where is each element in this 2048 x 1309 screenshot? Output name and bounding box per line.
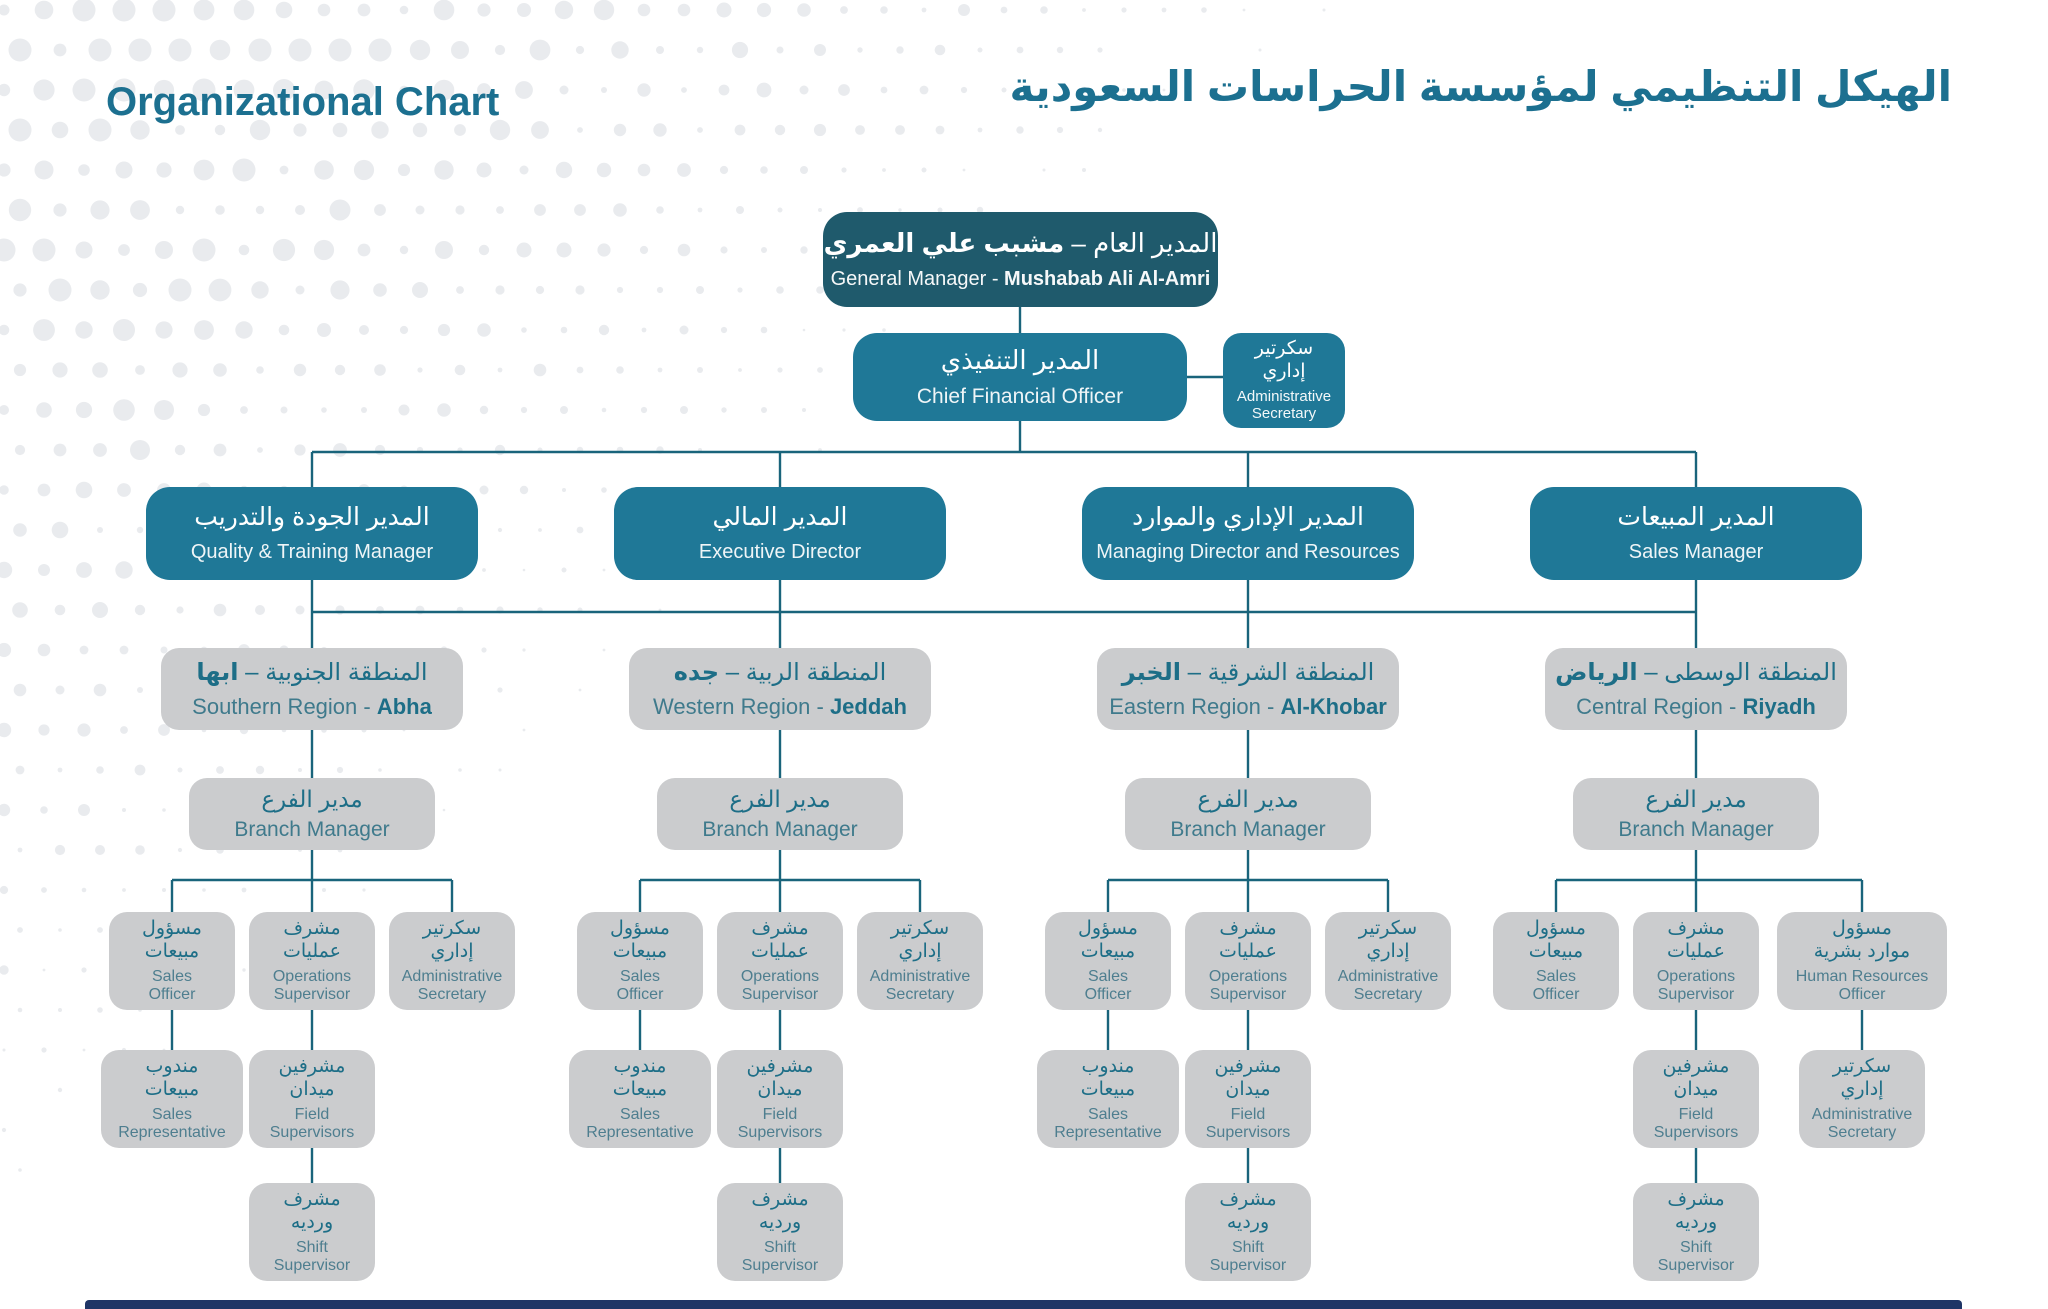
node-operations-supervisor-jeddah: مشرف عمليات Operations Supervisor [717, 912, 843, 1010]
node-field-supervisors-riyadh: مشرفين ميدان Field Supervisors [1633, 1050, 1759, 1148]
page-title-english: Organizational Chart [106, 80, 500, 124]
node-administrative-secretary-riyadh: سكرتير إداري Administrative Secretary [1799, 1050, 1925, 1148]
node-sales-officer-riyadh: مسؤول مبيعات Sales Officer [1493, 912, 1619, 1010]
node-field-supervisors-alkhobar: مشرفين ميدان Field Supervisors [1185, 1050, 1311, 1148]
node-managing-director-resources: المدير الإداري والموارد Managing Directo… [1082, 487, 1414, 580]
node-operations-supervisor-abha: مشرف عمليات Operations Supervisor [249, 912, 375, 1010]
page-title-arabic: الهيكل التنظيمي لمؤسسة الحراسات السعودية [1009, 63, 1952, 110]
node-region-western-jeddah: المنطقة الربية – جده Western Region - Je… [629, 648, 931, 730]
node-field-supervisors-abha: مشرفين ميدان Field Supervisors [249, 1050, 375, 1148]
general-manager-label-ar: المدير العام – مشبب علي العمري [823, 228, 1218, 259]
node-shift-supervisor-abha: مشرف ورديه Shift Supervisor [249, 1183, 375, 1281]
node-region-central-riyadh: المنطقة الوسطى – الرياض Central Region -… [1545, 648, 1847, 730]
node-executive-director: المدير المالي Executive Director [614, 487, 946, 580]
node-region-eastern-alkhobar: المنطقة الشرقية – الخبر Eastern Region -… [1097, 648, 1399, 730]
node-administrative-secretary-abha: سكرتير إداري Administrative Secretary [389, 912, 515, 1010]
node-executive-administrative-secretary: سكرتير إداري Administrative Secretary [1223, 333, 1345, 428]
node-field-supervisors-jeddah: مشرفين ميدان Field Supervisors [717, 1050, 843, 1148]
node-branch-manager-abha: مدير الفرع Branch Manager [189, 778, 435, 850]
node-sales-officer-alkhobar: مسؤول مبيعات Sales Officer [1045, 912, 1171, 1010]
node-operations-supervisor-riyadh: مشرف عمليات Operations Supervisor [1633, 912, 1759, 1010]
node-sales-manager: المدير المبيعات Sales Manager [1530, 487, 1862, 580]
node-region-southern-abha: المنطقة الجنوبية – ابها Southern Region … [161, 648, 463, 730]
node-sales-officer-jeddah: مسؤول مبيعات Sales Officer [577, 912, 703, 1010]
node-shift-supervisor-riyadh: مشرف ورديه Shift Supervisor [1633, 1183, 1759, 1281]
node-quality-training-manager: المدير الجودة والتدريب Quality & Trainin… [146, 487, 478, 580]
node-sales-representative-abha: مندوب مبيعات Sales Representative [101, 1050, 243, 1148]
node-administrative-secretary-alkhobar: سكرتير إداري Administrative Secretary [1325, 912, 1451, 1010]
node-sales-officer-abha: مسؤول مبيعات Sales Officer [109, 912, 235, 1010]
node-branch-manager-alkhobar: مدير الفرع Branch Manager [1125, 778, 1371, 850]
general-manager-label-en: General Manager - Mushabab Ali Al-Amri [830, 267, 1211, 290]
node-shift-supervisor-jeddah: مشرف ورديه Shift Supervisor [717, 1183, 843, 1281]
footer-accent-bar [85, 1300, 1962, 1309]
node-general-manager: المدير العام – مشبب علي العمري General M… [823, 212, 1218, 307]
node-shift-supervisor-alkhobar: مشرف ورديه Shift Supervisor [1185, 1183, 1311, 1281]
node-sales-representative-alkhobar: مندوب مبيعات Sales Representative [1037, 1050, 1179, 1148]
node-branch-manager-jeddah: مدير الفرع Branch Manager [657, 778, 903, 850]
node-human-resources-officer-riyadh: مسؤول موارد بشرية Human Resources Office… [1777, 912, 1947, 1010]
node-operations-supervisor-alkhobar: مشرف عمليات Operations Supervisor [1185, 912, 1311, 1010]
node-chief-financial-officer: المدير التنفيذي Chief Financial Officer [853, 333, 1187, 421]
node-sales-representative-jeddah: مندوب مبيعات Sales Representative [569, 1050, 711, 1148]
node-branch-manager-riyadh: مدير الفرع Branch Manager [1573, 778, 1819, 850]
node-administrative-secretary-jeddah: سكرتير إداري Administrative Secretary [857, 912, 983, 1010]
